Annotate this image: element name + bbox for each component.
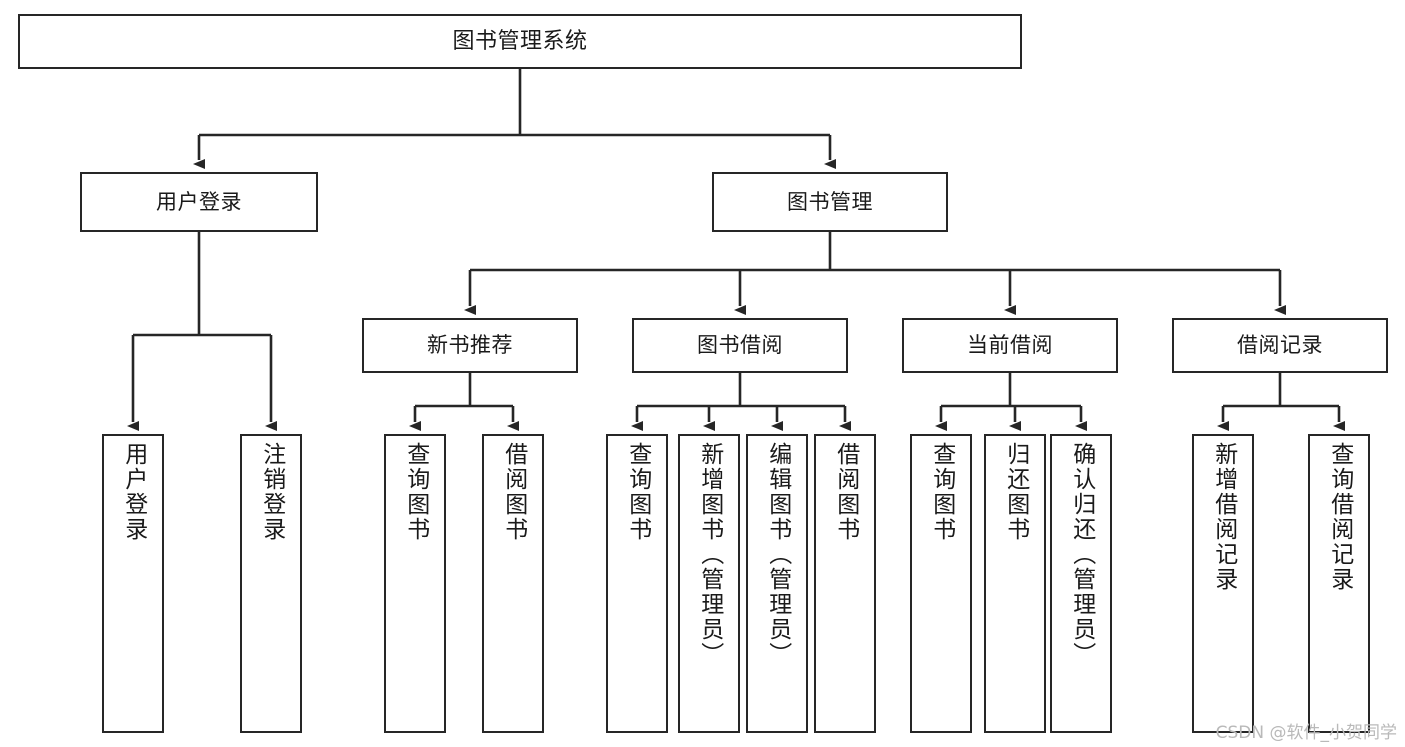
node-leaf-borrow-3[interactable]: 编辑图书（管理员） (746, 434, 808, 733)
node-current[interactable]: 当前借阅 (902, 318, 1118, 373)
node-leaf-login-1[interactable]: 用户登录 (102, 434, 164, 733)
node-label: 用户登录 (156, 189, 242, 214)
node-label: 查询图书 (624, 442, 651, 542)
node-label: 新增借阅记录 (1210, 442, 1237, 592)
node-leaf-borrow-2[interactable]: 新增图书（管理员） (678, 434, 740, 733)
node-label: 图书借阅 (697, 333, 783, 358)
node-leaf-cur-2[interactable]: 归还图书 (984, 434, 1046, 733)
node-label: 编辑图书（管理员） (764, 442, 791, 667)
node-label: 当前借阅 (967, 333, 1053, 358)
watermark-text: CSDN @软件_小贺同学 (1215, 723, 1397, 743)
node-leaf-borrow-1[interactable]: 查询图书 (606, 434, 668, 733)
node-label: 用户登录 (120, 442, 147, 542)
node-label: 借阅图书 (500, 442, 527, 542)
node-label: 查询图书 (928, 442, 955, 542)
node-leaf-cur-3[interactable]: 确认归还（管理员） (1050, 434, 1112, 733)
node-label: 借阅记录 (1237, 333, 1323, 358)
node-label: 归还图书 (1002, 442, 1029, 542)
node-login[interactable]: 用户登录 (80, 172, 318, 232)
node-root[interactable]: 图书管理系统 (18, 14, 1022, 69)
node-label: 查询图书 (402, 442, 429, 542)
node-leaf-borrow-4[interactable]: 借阅图书 (814, 434, 876, 733)
node-leaf-new-2[interactable]: 借阅图书 (482, 434, 544, 733)
node-label: 借阅图书 (832, 442, 859, 542)
node-label: 确认归还（管理员） (1068, 442, 1095, 667)
node-borrow[interactable]: 图书借阅 (632, 318, 848, 373)
node-leaf-cur-1[interactable]: 查询图书 (910, 434, 972, 733)
node-label: 新增图书（管理员） (696, 442, 723, 667)
node-leaf-new-1[interactable]: 查询图书 (384, 434, 446, 733)
node-leaf-login-2[interactable]: 注销登录 (240, 434, 302, 733)
node-label: 注销登录 (258, 442, 285, 542)
node-leaf-rec-1[interactable]: 新增借阅记录 (1192, 434, 1254, 733)
node-label: 查询借阅记录 (1326, 442, 1353, 592)
node-bookmgmt[interactable]: 图书管理 (712, 172, 948, 232)
node-label: 新书推荐 (427, 333, 513, 358)
node-label: 图书管理系统 (452, 28, 588, 54)
node-label: 图书管理 (787, 189, 873, 214)
node-leaf-rec-2[interactable]: 查询借阅记录 (1308, 434, 1370, 733)
node-newbook[interactable]: 新书推荐 (362, 318, 578, 373)
node-records[interactable]: 借阅记录 (1172, 318, 1388, 373)
